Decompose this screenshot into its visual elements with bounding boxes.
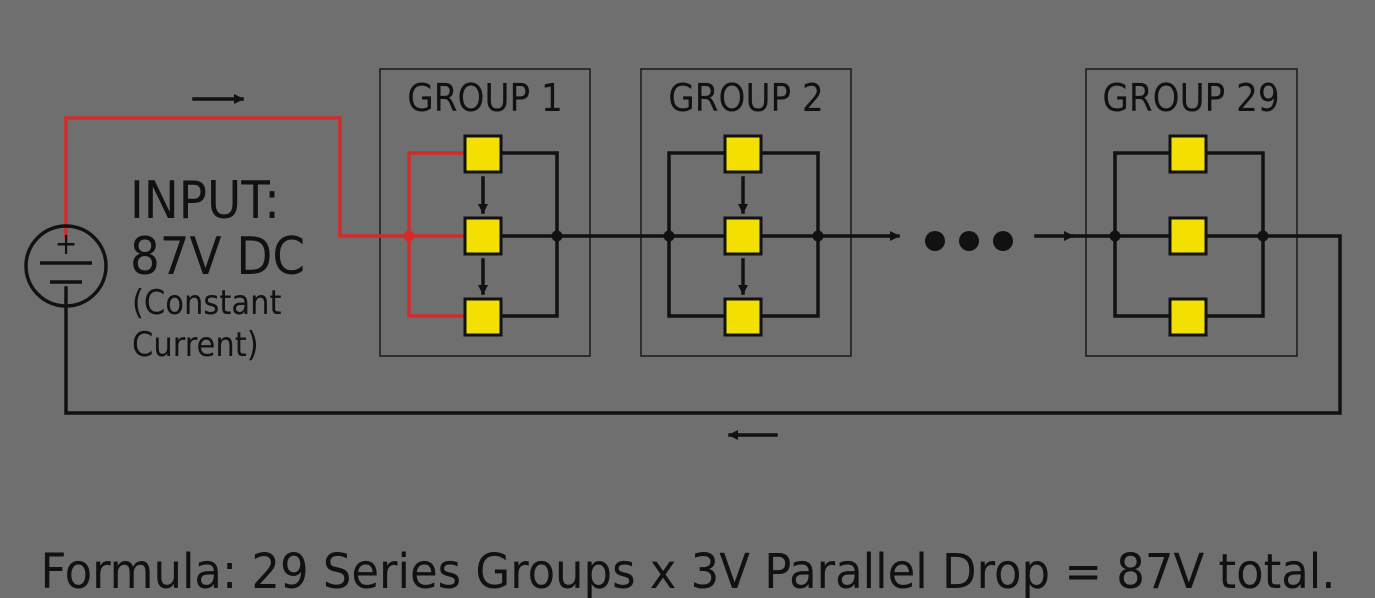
input-voltage: 87V DC [130,227,305,287]
group-29-bus [1070,151,1265,318]
led-g29-1 [1168,134,1208,174]
led-g1-3 [463,297,503,337]
dc-source-icon: + [24,224,108,308]
led-g29-3 [1168,297,1208,337]
led-g29-2 [1168,216,1208,256]
polarity-plus: + [55,227,78,262]
junction-red [403,230,415,242]
formula-text: Formula: 29 Series Groups x 3V Parallel … [41,544,1336,598]
led-g2-3 [723,297,763,337]
junction-g29-out [1257,230,1269,242]
junction-g1-out [551,230,563,242]
group-2-box [640,68,852,357]
group-1-box [379,68,591,357]
group-29-title: GROUP 29 [1102,76,1279,120]
group-2-title: GROUP 2 [668,76,823,120]
junction-g2-out [812,230,824,242]
junction-g29-in [1109,230,1121,242]
input-title: INPUT: [130,171,280,231]
junction-g2-in [663,230,675,242]
led-g1-2 [463,216,503,256]
return-wire [64,234,1342,415]
led-g1-1 [463,134,503,174]
group-29-box [1085,68,1298,357]
group-1-title: GROUP 1 [407,76,562,120]
supply-wire-red [64,116,483,239]
input-mode-line2: Current) [132,325,259,365]
led-g2-2 [723,216,763,256]
led-g2-1 [723,134,763,174]
ellipsis-icon [925,231,1013,251]
input-mode-line1: (Constant [132,283,281,323]
